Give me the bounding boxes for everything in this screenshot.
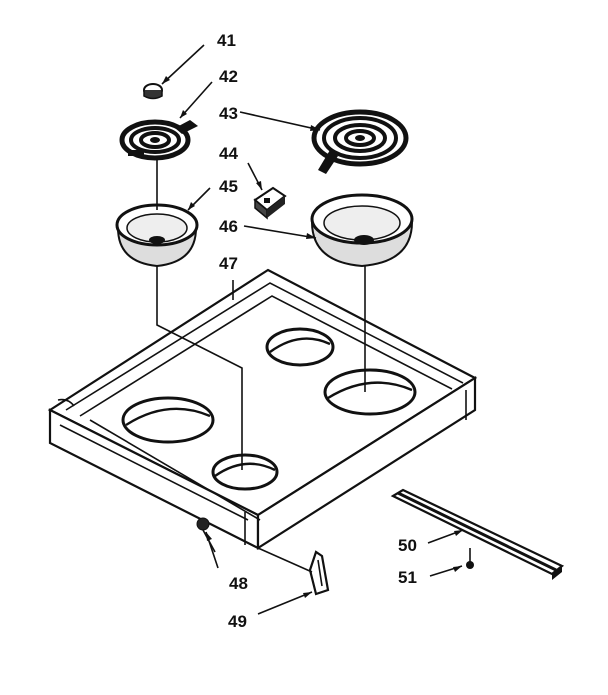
callout-45: 45 <box>219 177 238 196</box>
callout-44: 44 <box>219 144 238 163</box>
leader-lines <box>161 44 464 615</box>
callout-51: 51 <box>398 568 417 587</box>
element-receptacle <box>253 186 287 220</box>
surface-element-large <box>311 109 409 174</box>
callout-48: 48 <box>229 574 248 593</box>
callout-43: 43 <box>219 104 238 123</box>
element-knob <box>143 83 163 100</box>
burner-opening-front-right <box>323 368 417 416</box>
burner-opening-front-left <box>211 453 279 491</box>
drip-bowl-small <box>115 203 199 268</box>
trim-strip <box>390 488 565 580</box>
callout-47: 47 <box>219 254 238 273</box>
surface-element-small <box>119 119 198 161</box>
callout-46: 46 <box>219 217 238 236</box>
alignment-lines <box>156 160 471 573</box>
bracket <box>308 550 330 596</box>
part-number-callouts: 41 42 43 44 45 46 47 48 49 50 51 <box>217 31 417 631</box>
drip-bowl-large <box>310 193 414 268</box>
cooktop-frame <box>47 268 478 551</box>
callout-42: 42 <box>219 67 238 86</box>
burner-opening-rear-right <box>265 327 335 367</box>
burner-opening-rear-left <box>121 396 215 444</box>
callout-50: 50 <box>398 536 417 555</box>
callout-41: 41 <box>217 31 236 50</box>
clip <box>466 561 474 569</box>
screw <box>196 517 210 531</box>
callout-49: 49 <box>228 612 247 631</box>
